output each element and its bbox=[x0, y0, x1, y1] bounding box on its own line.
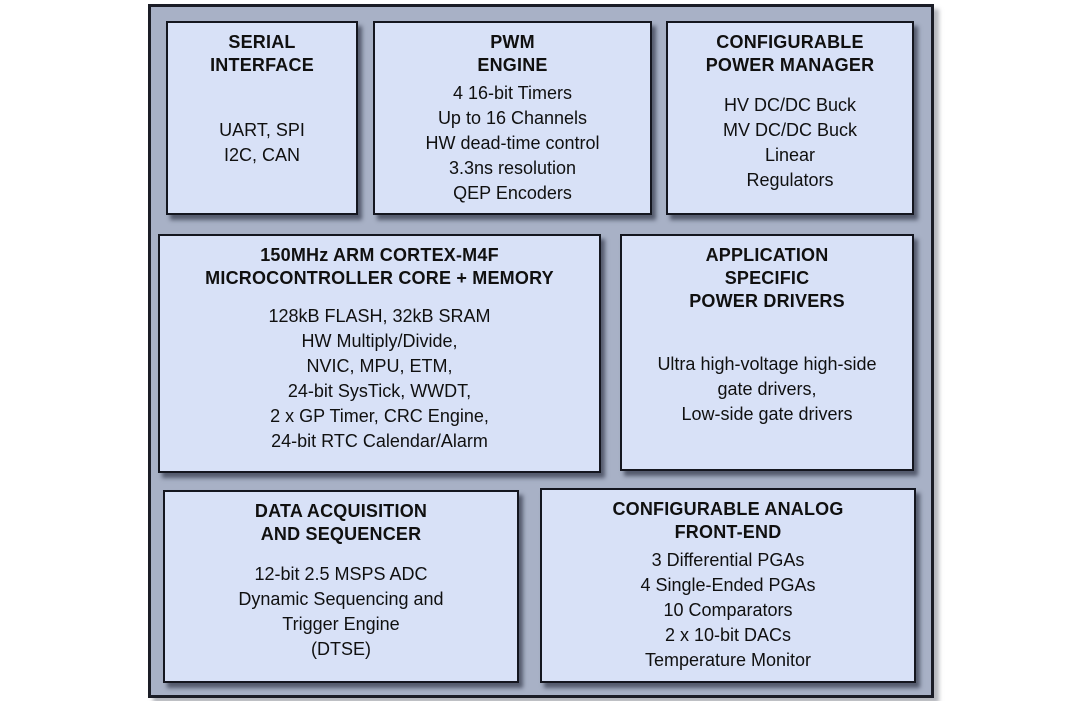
block-body-line: gate drivers, bbox=[717, 378, 817, 399]
block-body-line: Ultra high-voltage high-side bbox=[657, 353, 877, 374]
block-title-line: AND SEQUENCER bbox=[260, 524, 422, 544]
block-body-line: 128kB FLASH, 32kB SRAM bbox=[268, 305, 491, 326]
block-application-specific-power-drivers: APPLICATION SPECIFIC POWER DRIVERS Ultra… bbox=[620, 234, 914, 471]
block-body: Ultra high-voltage high-side gate driver… bbox=[622, 313, 912, 469]
block-body-line: 2 x 10-bit DACs bbox=[664, 625, 792, 645]
block-body-line: Low-side gate drivers bbox=[681, 403, 853, 424]
block-body: UART, SPI I2C, CAN bbox=[168, 77, 356, 213]
block-title-line: APPLICATION bbox=[705, 245, 829, 265]
block-configurable-power-manager: CONFIGURABLE POWER MANAGER HV DC/DC Buck… bbox=[666, 21, 914, 215]
block-body-line: 3 Differential PGAs bbox=[651, 550, 805, 570]
block-body-line: HW Multiply/Divide, bbox=[301, 330, 458, 351]
block-body-line: 4 Single-Ended PGAs bbox=[640, 575, 816, 595]
block-body-line: 4 16-bit Timers bbox=[452, 82, 573, 103]
block-body-line: Regulators bbox=[746, 170, 834, 190]
block-title-line: 150MHz ARM CORTEX-M4F bbox=[260, 245, 499, 265]
block-body-line: HV DC/DC Buck bbox=[723, 95, 857, 115]
block-body-line: 2 x GP Timer, CRC Engine, bbox=[270, 405, 489, 426]
block-body-line: (DTSE) bbox=[311, 638, 371, 659]
block-data-acquisition-and-sequencer: DATA ACQUISITION AND SEQUENCER 12-bit 2.… bbox=[163, 490, 519, 683]
block-body-line: Temperature Monitor bbox=[644, 650, 812, 670]
block-body: 128kB FLASH, 32kB SRAM HW Multiply/Divid… bbox=[160, 290, 599, 471]
block-body-line: 10 Comparators bbox=[663, 600, 793, 620]
block-title: SERIAL INTERFACE bbox=[168, 23, 356, 77]
block-title-line: CONFIGURABLE bbox=[716, 32, 864, 52]
block-title: CONFIGURABLE POWER MANAGER bbox=[668, 23, 912, 77]
block-title: PWM ENGINE bbox=[375, 23, 650, 77]
block-body: 12-bit 2.5 MSPS ADC Dynamic Sequencing a… bbox=[165, 546, 517, 681]
block-body-line: 3.3ns resolution bbox=[448, 157, 577, 178]
block-title-line: FRONT-END bbox=[674, 522, 782, 542]
block-serial-interface: SERIAL INTERFACE UART, SPI I2C, CAN bbox=[166, 21, 358, 215]
block-body: HV DC/DC Buck MV DC/DC Buck Linear Regul… bbox=[668, 77, 912, 213]
block-title-line: POWER DRIVERS bbox=[689, 291, 845, 311]
block-title-line: MICROCONTROLLER CORE + MEMORY bbox=[205, 268, 554, 288]
block-title-line: DATA ACQUISITION bbox=[254, 501, 428, 521]
block-body-line: 24-bit RTC Calendar/Alarm bbox=[271, 430, 488, 451]
block-body: 3 Differential PGAs 4 Single-Ended PGAs … bbox=[542, 544, 914, 681]
block-body-line: QEP Encoders bbox=[453, 182, 572, 203]
block-body-line: 12-bit 2.5 MSPS ADC bbox=[254, 563, 428, 584]
block-configurable-analog-front-end: CONFIGURABLE ANALOG FRONT-END 3 Differen… bbox=[540, 488, 916, 683]
block-title-line: SERIAL bbox=[228, 32, 296, 52]
block-body-line: Up to 16 Channels bbox=[437, 107, 588, 128]
block-title: CONFIGURABLE ANALOG FRONT-END bbox=[542, 490, 914, 544]
block-body-line: Linear bbox=[764, 145, 816, 165]
block-body-line: Dynamic Sequencing and bbox=[238, 588, 444, 609]
block-title-line: PWM bbox=[490, 32, 535, 52]
block-title: DATA ACQUISITION AND SEQUENCER bbox=[165, 492, 517, 546]
block-title-line: CONFIGURABLE ANALOG bbox=[612, 499, 844, 519]
block-body-line: UART, SPI bbox=[219, 120, 305, 140]
block-body-line: 24-bit SysTick, WWDT, bbox=[287, 380, 472, 401]
block-title-line: SPECIFIC bbox=[724, 268, 810, 288]
block-body: 4 16-bit Timers Up to 16 Channels HW dea… bbox=[375, 77, 650, 213]
block-title: 150MHz ARM CORTEX-M4F MICROCONTROLLER CO… bbox=[160, 236, 599, 290]
block-body-line: NVIC, MPU, ETM, bbox=[306, 355, 453, 376]
block-title-line: INTERFACE bbox=[210, 55, 314, 75]
block-pwm-engine: PWM ENGINE 4 16-bit Timers Up to 16 Chan… bbox=[373, 21, 652, 215]
block-title-line: ENGINE bbox=[477, 55, 548, 75]
block-title-line: POWER MANAGER bbox=[705, 55, 875, 75]
block-title: APPLICATION SPECIFIC POWER DRIVERS bbox=[622, 236, 912, 313]
block-body-line: HW dead-time control bbox=[425, 132, 600, 153]
soc-block-diagram: SERIAL INTERFACE UART, SPI I2C, CAN PWM … bbox=[148, 4, 934, 698]
block-body-line: MV DC/DC Buck bbox=[722, 120, 857, 140]
block-microcontroller-core-memory: 150MHz ARM CORTEX-M4F MICROCONTROLLER CO… bbox=[158, 234, 601, 473]
block-body-line: I2C, CAN bbox=[223, 145, 301, 165]
block-body-line: Trigger Engine bbox=[282, 613, 400, 634]
